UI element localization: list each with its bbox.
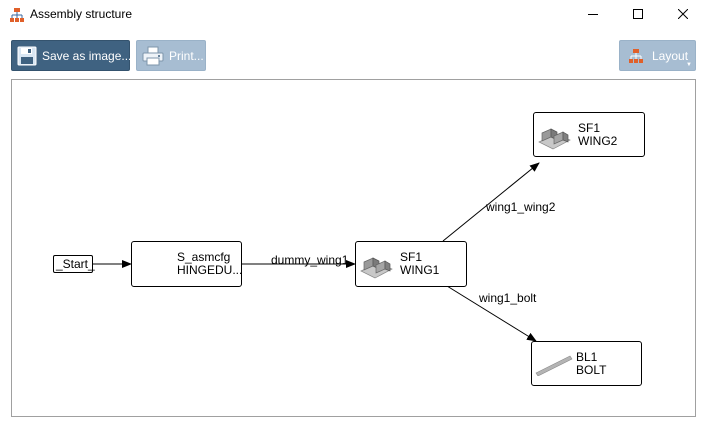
graph-node-hinge[interactable]: S_asmcfg HINGEDU...: [131, 241, 242, 287]
minimize-button[interactable]: [570, 0, 616, 30]
edge-layer: [93, 162, 540, 342]
floppy-disk-icon: [17, 45, 37, 67]
node-sublabel: BOLT: [576, 363, 607, 377]
layout-dropdown-button[interactable]: Layout ▼: [619, 40, 696, 71]
node-label: BL1: [576, 350, 598, 364]
node-label: SF1: [578, 121, 601, 135]
edge-label-wing1-wing2: wing1_wing2: [486, 200, 556, 214]
bolt-rod-icon: [534, 352, 574, 379]
close-button[interactable]: [660, 0, 705, 30]
graph-node-wing1[interactable]: SF1 WING1: [355, 241, 467, 287]
chevron-down-icon: ▼: [686, 62, 692, 68]
edge-wing1-wing2[interactable]: [442, 162, 540, 242]
close-icon: [677, 8, 689, 22]
graph-node-bolt[interactable]: BL1 BOLT: [531, 341, 642, 386]
toolbar: Save as image... Print... Layout ▼: [0, 30, 705, 78]
graph-node-wing2[interactable]: SF1 WING2: [533, 112, 645, 157]
print-button[interactable]: Print...: [136, 40, 206, 71]
maximize-button[interactable]: [615, 0, 661, 30]
node-label: S_asmcfg: [177, 250, 231, 264]
assembly-graph-canvas[interactable]: dummy_wing1 wing1_wing2 wing1_bolt _Star…: [11, 79, 696, 417]
minimize-icon: [588, 8, 598, 22]
save-as-image-button[interactable]: Save as image...: [11, 40, 132, 71]
node-sublabel: WING2: [578, 134, 618, 148]
node-label: _Start_: [56, 257, 95, 271]
graph-node-start[interactable]: _Start_: [53, 255, 95, 273]
print-label: Print...: [169, 48, 204, 63]
hierarchy-icon: [9, 7, 25, 23]
layout-label: Layout: [652, 48, 689, 63]
save-as-image-label: Save as image...: [42, 48, 132, 63]
window-title: Assembly structure: [30, 7, 133, 21]
edge-label-dummy-wing1: dummy_wing1: [271, 253, 349, 267]
edge-label-wing1-bolt: wing1_bolt: [479, 291, 537, 305]
node-sublabel: HINGEDU...: [177, 263, 243, 277]
node-label: SF1: [400, 250, 423, 264]
title-bar: Assembly structure: [0, 0, 705, 30]
edge-wing1-bolt[interactable]: [446, 285, 537, 342]
sheet-metal-bracket-icon: [358, 249, 394, 284]
maximize-icon: [633, 8, 643, 22]
node-sublabel: WING1: [400, 263, 440, 277]
sheet-metal-bracket-icon: [536, 120, 572, 155]
hierarchy-icon: [625, 45, 647, 67]
printer-icon: [142, 45, 164, 67]
